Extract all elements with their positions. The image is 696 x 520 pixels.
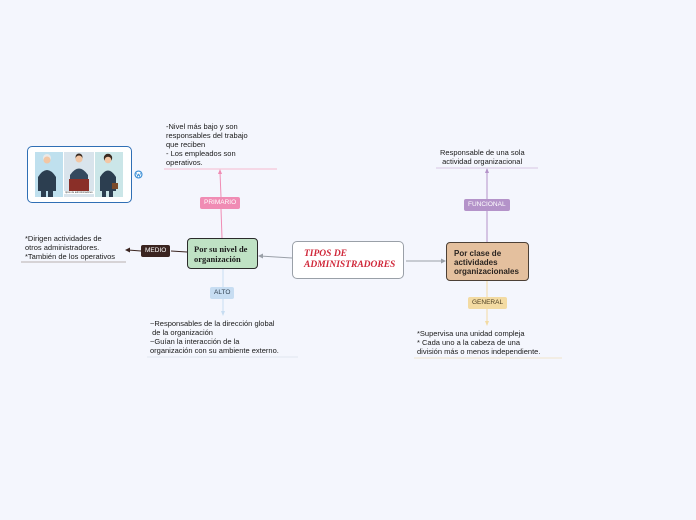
image-caption: tipos de administradores xyxy=(64,191,94,194)
central-topic[interactable]: TIPOS DE ADMINISTRADORES xyxy=(292,241,404,279)
tag-alto[interactable]: ALTO xyxy=(210,287,235,299)
note-primario[interactable]: -Nivel más bajo y son responsables del t… xyxy=(166,122,248,167)
node-por-clase-line2: actividades xyxy=(454,258,498,267)
image-card[interactable]: tipos de administradores xyxy=(27,146,132,203)
node-por-nivel-line1: Por su nivel de xyxy=(194,244,248,254)
central-topic-line2: ADMINISTRADORES xyxy=(304,260,396,270)
administrators-illustration xyxy=(35,152,123,197)
node-por-nivel-line2: organización xyxy=(194,254,241,264)
tag-medio[interactable]: MEDIO xyxy=(141,245,171,257)
wordpress-icon[interactable] xyxy=(134,170,143,179)
tag-primario[interactable]: PRIMARIO xyxy=(200,197,241,209)
tag-general[interactable]: GENERAL xyxy=(468,297,508,309)
node-por-clase-line3: organizacionales xyxy=(454,267,519,276)
note-funcional[interactable]: Responsable de una sola actividad organi… xyxy=(440,148,525,166)
tag-funcional[interactable]: FUNCIONAL xyxy=(464,199,510,211)
central-topic-line1: TIPOS DE xyxy=(304,249,348,259)
node-por-clase-line1: Por clase de xyxy=(454,249,502,258)
note-medio[interactable]: *Dirigen actividades de otros administra… xyxy=(25,234,116,261)
note-alto[interactable]: ~Responsables de la dirección global de … xyxy=(150,319,279,355)
node-por-clase[interactable]: Por clase de actividades organizacionale… xyxy=(446,242,529,281)
note-general[interactable]: *Supervisa una unidad compleja * Cada un… xyxy=(417,329,541,356)
node-por-nivel[interactable]: Por su nivel de organización xyxy=(187,238,258,269)
